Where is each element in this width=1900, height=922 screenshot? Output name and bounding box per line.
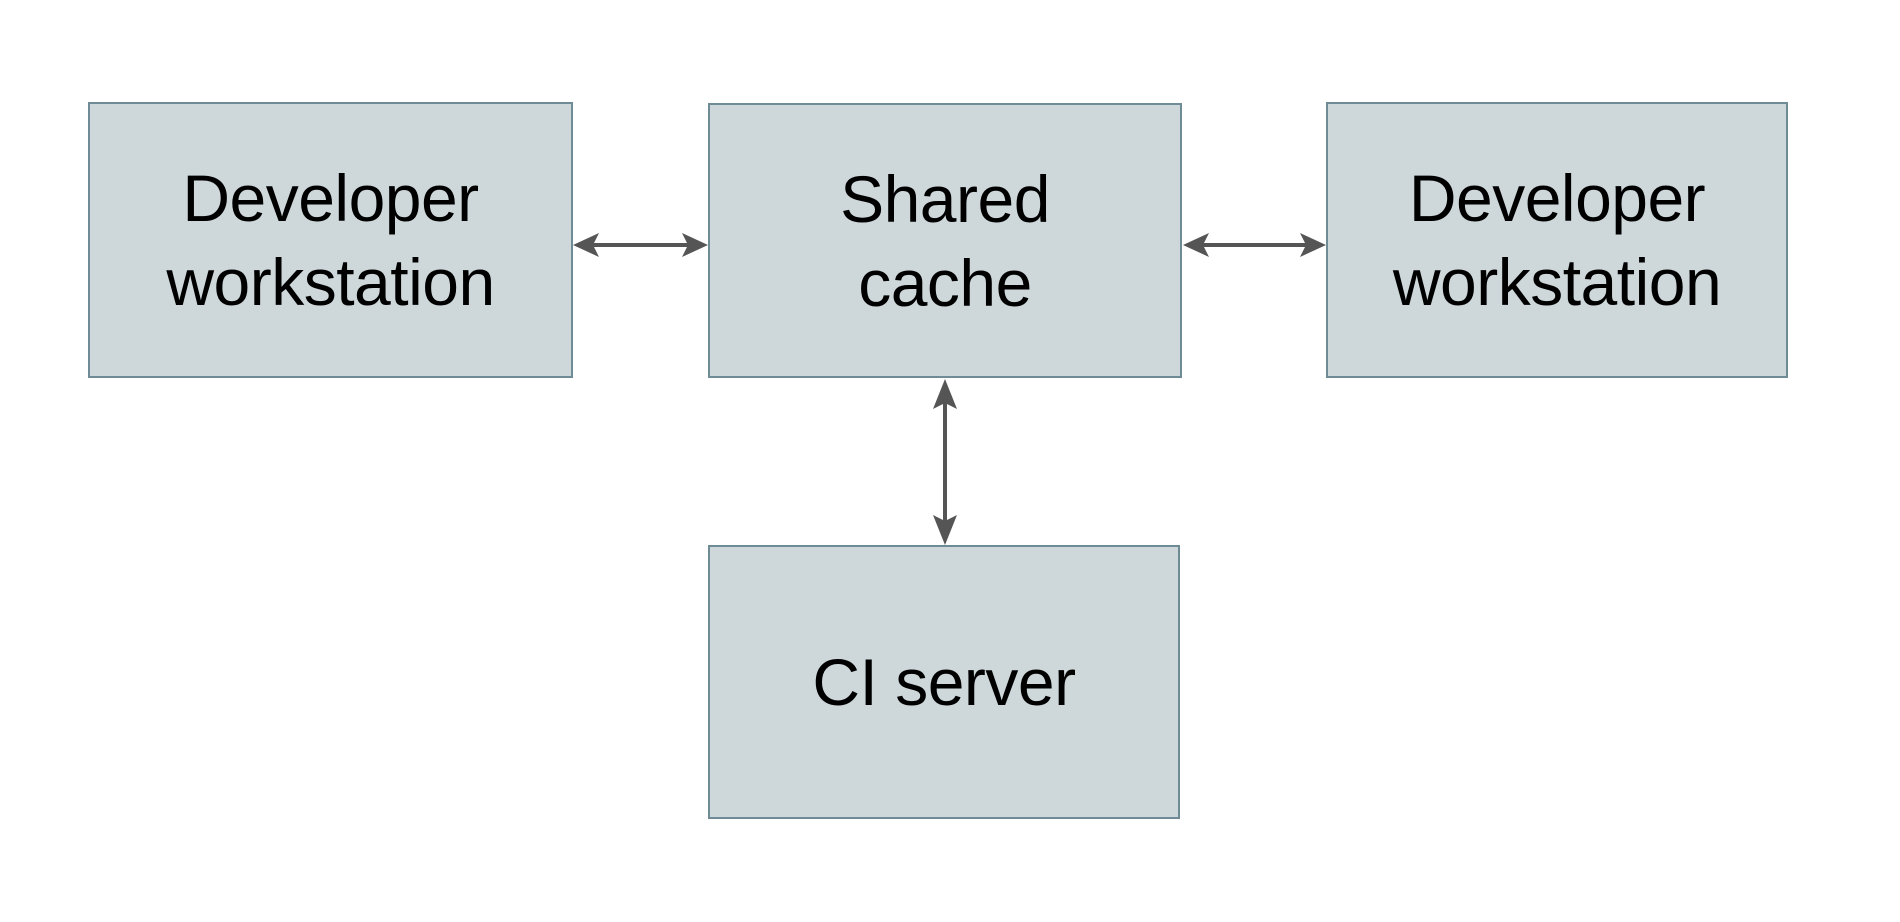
node-developer-workstation-right[interactable]: Developer workstation [1326,102,1788,378]
double-arrow-horizontal-icon [1183,233,1326,257]
connector-shared-cache-to-ci-server[interactable] [925,379,965,545]
node-ci-server[interactable]: CI server [708,545,1180,819]
connector-shared-cache-to-right-workstation[interactable] [1183,225,1326,265]
node-label: CI server [812,645,1076,719]
node-shared-cache[interactable]: Shared cache [708,103,1182,378]
node-developer-workstation-left[interactable]: Developer workstation [88,102,573,378]
node-label: Developer workstation [1392,161,1722,319]
connector-left-workstation-to-shared-cache[interactable] [573,225,708,265]
node-label: Shared cache [840,161,1050,320]
double-arrow-horizontal-icon [573,233,708,257]
double-arrow-vertical-icon [933,379,957,545]
node-label: Developer workstation [166,161,495,319]
